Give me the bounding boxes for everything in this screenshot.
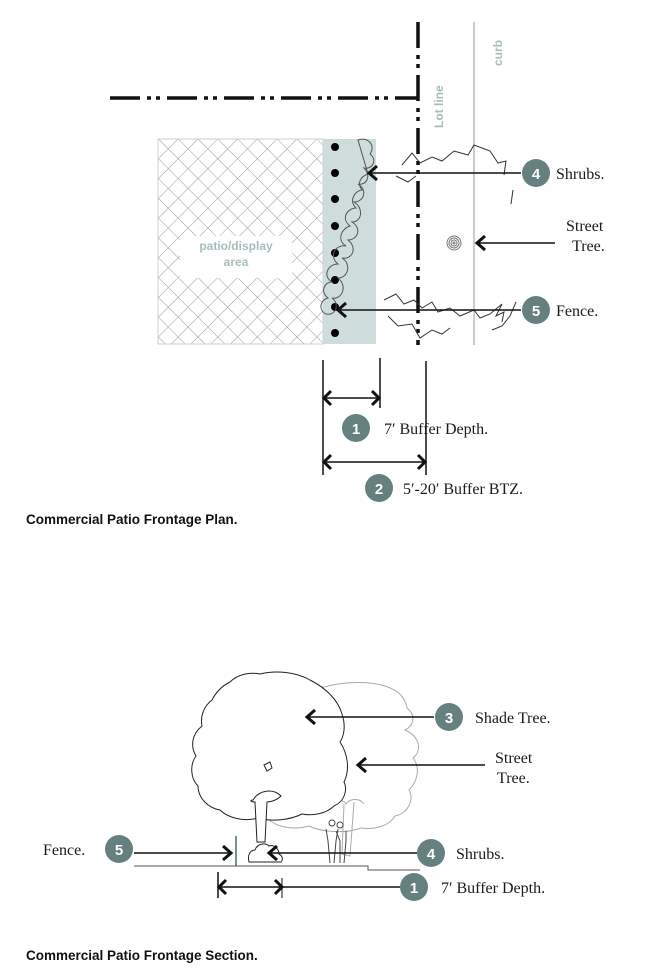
section-dimension-lines [216, 872, 400, 898]
plan-dimension-lines [321, 358, 428, 475]
plan-badge-2: 2 [365, 474, 393, 502]
section-street-tree-label-line2: Tree. [497, 770, 530, 787]
section-badge-1: 1 [400, 873, 428, 901]
svg-text:5: 5 [115, 842, 123, 859]
street-tree-canopy-plan [383, 144, 517, 339]
plan-caption: Commercial Patio Frontage Plan. [26, 512, 238, 527]
street-tree-arrow-icon [474, 234, 486, 252]
plan-badge-4: 4 [522, 159, 550, 187]
fence-arrow-icon [335, 301, 347, 319]
ground-line [134, 865, 420, 871]
svg-text:2: 2 [375, 481, 383, 498]
section-buffer-depth-label: 7′ Buffer Depth. [441, 880, 545, 897]
svg-text:5: 5 [532, 303, 540, 320]
section-badge-4: 4 [417, 839, 445, 867]
plan-badge-5: 5 [522, 296, 550, 324]
section-street-tree-arrow-icon [355, 756, 367, 774]
svg-text:1: 1 [352, 421, 360, 438]
shade-tree-arrow-icon [304, 708, 316, 726]
section-shrubs-label: Shrubs. [456, 846, 504, 863]
lot-line-label: Lot line [432, 85, 446, 128]
shade-tree-section [191, 671, 348, 843]
patio-label-bg [180, 236, 292, 278]
shrubs-plan [320, 138, 375, 315]
svg-text:1: 1 [410, 880, 418, 897]
section-shade-tree-label: Shade Tree. [475, 710, 551, 727]
section-badge-5: 5 [105, 835, 133, 863]
section-caption: Commercial Patio Frontage Section. [26, 948, 258, 963]
section-view: 3 Shade Tree. Street Tree. 4 Shrubs. Fen… [26, 671, 551, 963]
section-street-tree-label-line1: Street [495, 750, 533, 767]
svg-text:4: 4 [427, 846, 436, 863]
section-badge-3: 3 [435, 703, 463, 731]
plan-badge-1: 1 [342, 414, 370, 442]
section-fence-arrow-icon [222, 844, 234, 862]
plan-street-tree-label-line1: Street [566, 218, 604, 235]
section-shrubs-arrow-icon [266, 844, 278, 862]
street-tree-trunk-icon [446, 235, 462, 251]
plan-buffer-depth-label: 7′ Buffer Depth. [384, 421, 488, 438]
patio-label-line1: patio/display [199, 239, 273, 253]
curb-label: curb [491, 40, 505, 66]
plan-buffer-btz-label: 5′-20′ Buffer BTZ. [403, 481, 523, 498]
svg-text:3: 3 [445, 710, 453, 727]
patio-label-line2: area [224, 255, 249, 269]
plan-fence-label: Fence. [556, 303, 598, 320]
section-fence-label: Fence. [43, 842, 85, 859]
plan-view: Lot line curb patio/display area [26, 22, 605, 527]
plan-shrubs-label: Shrubs. [556, 166, 604, 183]
svg-text:4: 4 [532, 166, 541, 183]
plan-street-tree-label-line2: Tree. [572, 238, 605, 255]
shrubs-arrow-icon [366, 164, 378, 182]
